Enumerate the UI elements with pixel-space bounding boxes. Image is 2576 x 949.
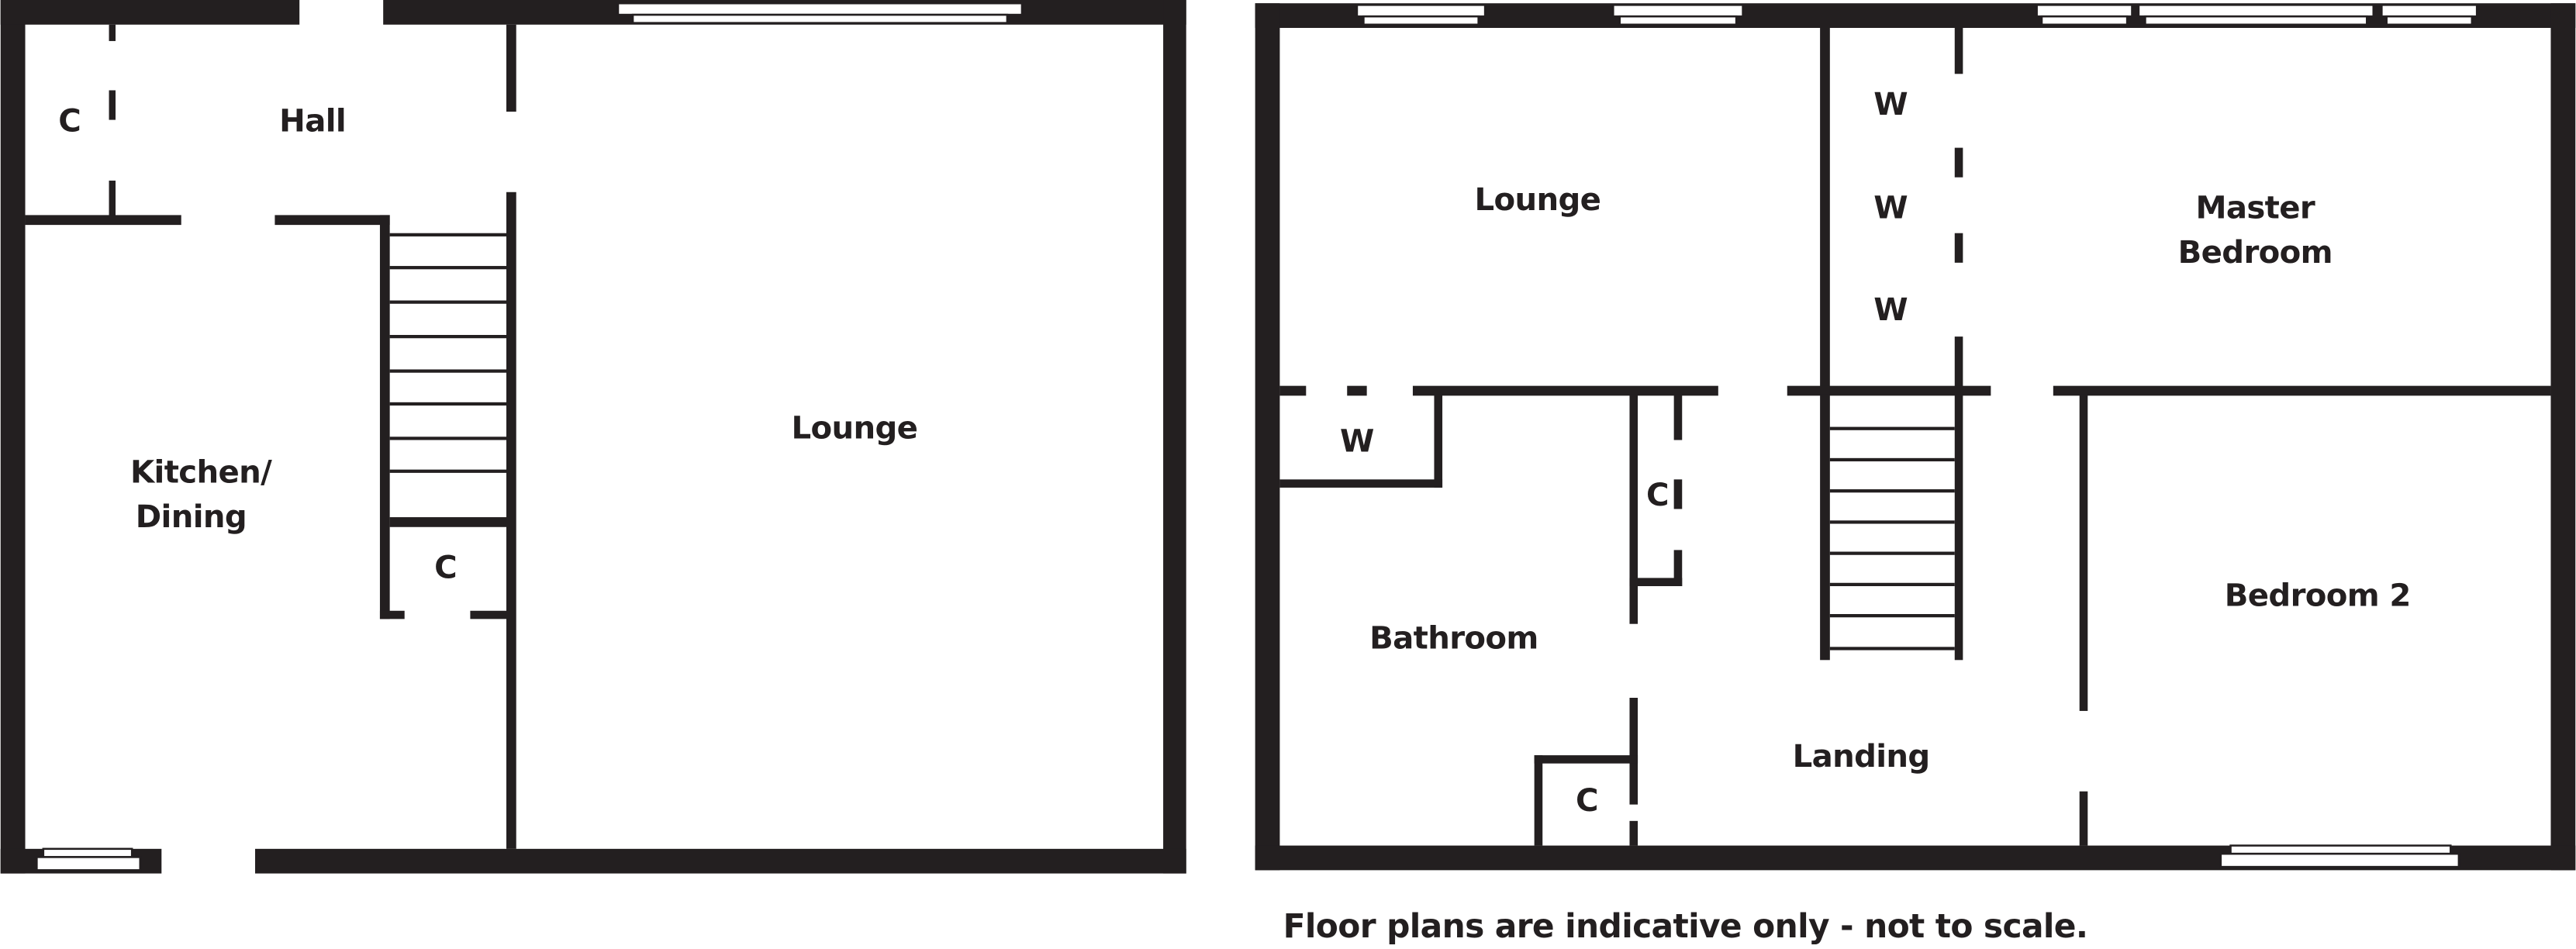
room-label-wardrobe: W <box>1873 292 1908 328</box>
room-label-bedroom-2: Bedroom 2 <box>2225 578 2411 613</box>
first-floor-plan: Lounge W W W Master Bedroom W C Bathroom… <box>1255 3 2576 871</box>
room-label-bedroom: Bedroom <box>2178 235 2333 271</box>
room-label-cupboard: C <box>1576 783 1598 819</box>
room-label-hall: Hall <box>279 103 346 139</box>
room-label-master: Master <box>2195 191 2315 226</box>
room-label-lounge: Lounge <box>792 410 918 446</box>
interior-walls <box>1279 28 2551 846</box>
room-label-dining: Dining <box>136 499 247 535</box>
outer-walls <box>0 0 1186 874</box>
staircase <box>1820 394 1963 661</box>
staircase <box>389 233 506 473</box>
disclaimer-text: Floor plans are indicative only - not to… <box>1283 907 2088 945</box>
room-label-cupboard: C <box>58 103 81 139</box>
interior-walls <box>25 24 516 849</box>
room-label-bathroom: Bathroom <box>1369 620 1538 656</box>
room-label-cupboard: C <box>1646 478 1669 513</box>
room-label-wardrobe: W <box>1873 87 1908 123</box>
ground-floor-plan: C Hall Kitchen/ Dining C Lounge <box>0 0 1186 874</box>
room-label-wardrobe: W <box>1340 423 1374 459</box>
room-label-wardrobe: W <box>1873 191 1908 226</box>
room-label-cupboard: C <box>434 550 457 585</box>
windows <box>1355 4 2478 868</box>
room-label-landing: Landing <box>1793 739 1930 775</box>
window <box>36 847 142 871</box>
room-label-lounge: Lounge <box>1474 182 1601 218</box>
room-label-kitchen: Kitchen/ <box>130 455 272 491</box>
window <box>616 2 1024 24</box>
